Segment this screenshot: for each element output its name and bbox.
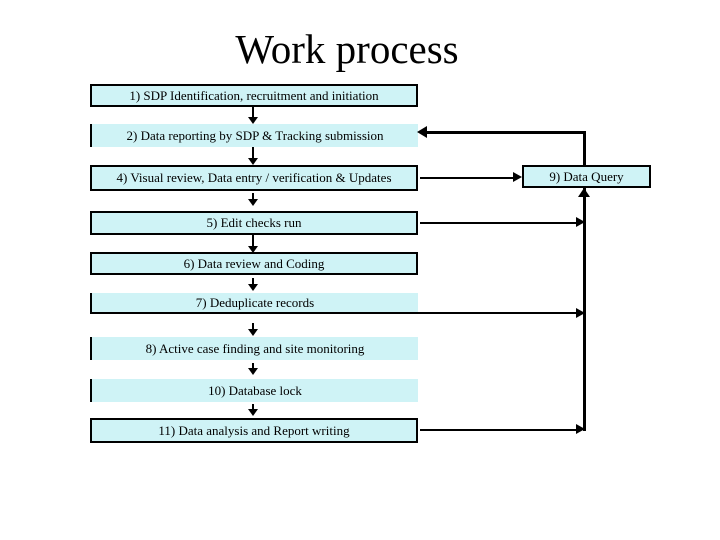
arrow-right-icon [576, 424, 585, 434]
connector-box4-box5 [252, 193, 254, 199]
connector-box1-box2 [252, 106, 254, 118]
flow-box-6-data-review-coding: 6) Data review and Coding [90, 252, 418, 275]
flow-box-4-visual-review: 4) Visual review, Data entry / verificat… [90, 165, 418, 191]
arrow-down-icon [248, 329, 258, 336]
feedback-line-vertical [583, 131, 586, 165]
connector-box4-query [420, 177, 513, 179]
arrow-down-icon [248, 368, 258, 375]
flow-box-11-data-analysis: 11) Data analysis and Report writing [90, 418, 418, 443]
arrow-down-icon [248, 158, 258, 165]
connector-box6-box7 [252, 278, 254, 285]
connector-box11-query [420, 429, 576, 431]
arrow-right-icon [576, 217, 585, 227]
arrow-down-icon [248, 246, 258, 253]
flow-box-7-deduplicate-records: 7) Deduplicate records [90, 293, 418, 314]
arrow-down-icon [248, 199, 258, 206]
connector-box8-box10 [252, 363, 254, 369]
flow-box-9-data-query: 9) Data Query [522, 165, 651, 188]
flow-box-10-database-lock: 10) Database lock [90, 379, 418, 402]
flow-box-8-active-case-finding: 8) Active case finding and site monitori… [90, 337, 418, 360]
arrow-down-icon [248, 284, 258, 291]
arrow-left-icon [417, 126, 427, 138]
arrow-down-icon [248, 117, 258, 124]
slide-title: Work process [235, 26, 459, 72]
connector-box7-box8 [252, 323, 254, 330]
connector-box5-query [420, 222, 576, 224]
arrow-up-icon [578, 188, 590, 197]
flow-box-1-sdp-identification: 1) SDP Identification, recruitment and i… [90, 84, 418, 107]
flow-box-5-edit-checks: 5) Edit checks run [90, 211, 418, 235]
arrow-down-icon [248, 409, 258, 416]
flow-box-2-data-reporting: 2) Data reporting by SDP & Tracking subm… [90, 124, 418, 147]
arrow-right-icon [576, 308, 585, 318]
connector-box7-query [418, 312, 576, 314]
connector-box5-box6 [252, 235, 254, 247]
connector-box10-box11 [252, 404, 254, 410]
connector-box2-box4 [252, 147, 254, 159]
feedback-line-horizontal [427, 131, 586, 134]
arrow-right-icon [513, 172, 522, 182]
